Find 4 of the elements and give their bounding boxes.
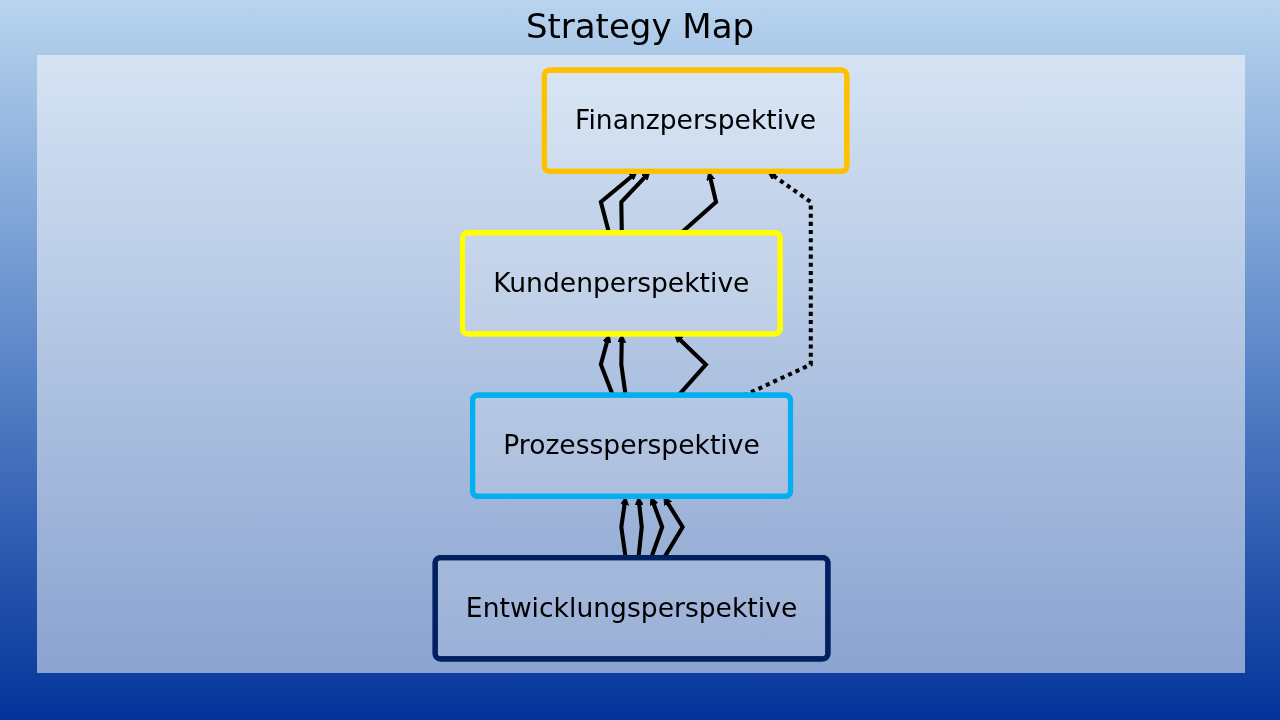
title: Strategy Map: [524, 6, 756, 46]
arrow: [617, 333, 628, 396]
arrow: [598, 333, 615, 396]
panel-background: Finanzperspektive Kundenperspektive Prozessperspektive Entwicklungsperspektive: [37, 55, 1245, 673]
